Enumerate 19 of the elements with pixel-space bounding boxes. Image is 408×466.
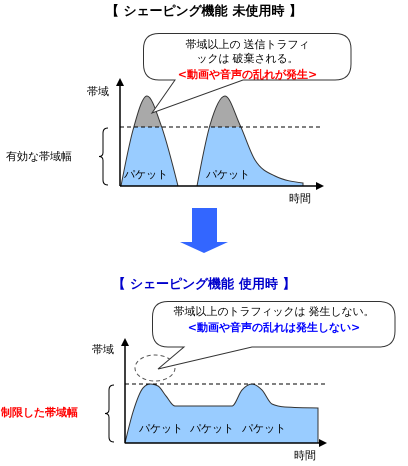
bracket-label: 制限した帯域幅 <box>1 406 78 419</box>
packet-label: パケット <box>190 422 234 435</box>
axis-label: 帯域 <box>92 343 114 356</box>
packet-label: パケット <box>124 168 168 181</box>
axis-label: 時間 <box>294 449 316 462</box>
speech-bubble <box>143 33 352 115</box>
callout-text: 帯域以上の 送信トラフィックは 破棄される。 <box>184 38 311 66</box>
packet-label: パケット <box>206 168 250 181</box>
panel-title: 【 シェーピング機能 未使用時 】 <box>105 5 303 18</box>
axis-label: 帯域 <box>87 85 109 98</box>
callout-warning: <動画や音声の乱れが発生> <box>176 68 318 82</box>
callout-warning: <動画や音声の乱れは発生しない> <box>186 321 362 335</box>
packet-label: パケット <box>242 422 286 435</box>
packet-label: パケット <box>139 422 183 435</box>
callout-text: 帯域以上のトラフィックは 発生しない。 <box>172 305 376 319</box>
axis-label: 時間 <box>289 192 311 205</box>
speech-bubble <box>152 301 396 372</box>
bracket-label: 有効な帯域幅 <box>6 150 72 163</box>
panel-title: 【 シェーピング機能 使用時 】 <box>112 278 296 291</box>
